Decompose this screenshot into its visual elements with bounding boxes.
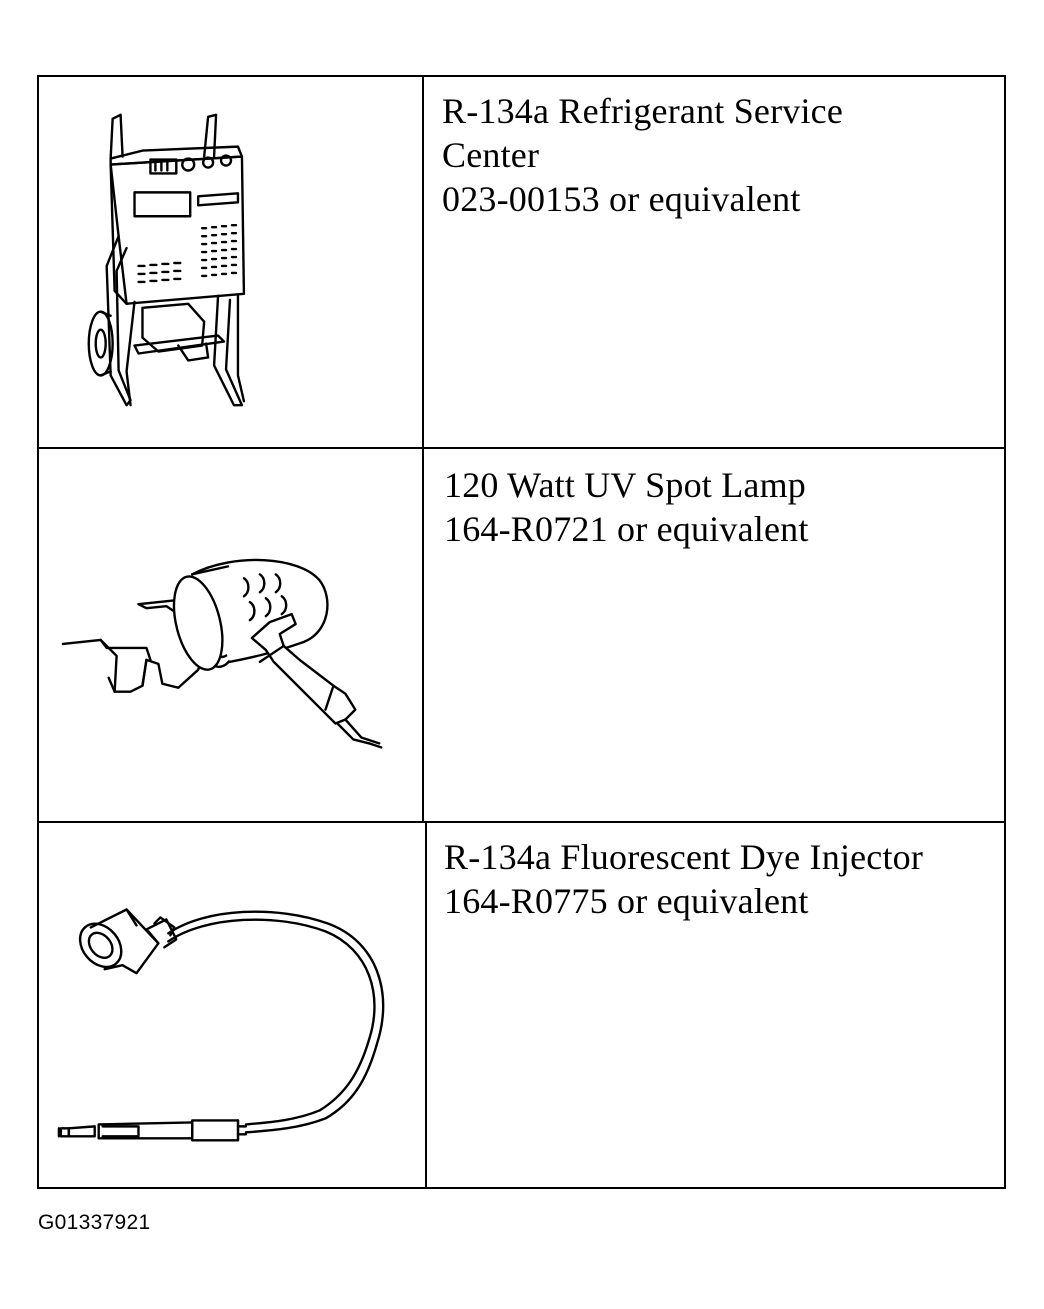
tool-name-line-1: R-134a Refrigerant Service bbox=[442, 91, 844, 131]
uv-spot-lamp-icon bbox=[61, 558, 383, 749]
table-row: R-134a Refrigerant Service Center 023-00… bbox=[39, 77, 1004, 449]
tool-part-number: 164-R0721 or equivalent bbox=[444, 509, 809, 549]
dye-injector-icon bbox=[57, 908, 385, 1142]
tool-part-number: 023-00153 or equivalent bbox=[442, 179, 801, 219]
tool-description-cell: R-134a Fluorescent Dye Injector 164-R077… bbox=[427, 823, 1004, 1189]
tool-description-cell: R-134a Refrigerant Service Center 023-00… bbox=[424, 77, 1004, 447]
refrigerant-service-center-icon bbox=[87, 113, 246, 407]
tool-name-line-1: 120 Watt UV Spot Lamp bbox=[444, 465, 806, 505]
illustration-cell bbox=[39, 77, 424, 447]
illustration-cell bbox=[39, 823, 427, 1189]
tool-name-line-1: R-134a Fluorescent Dye Injector bbox=[444, 837, 924, 877]
table-row: R-134a Fluorescent Dye Injector 164-R077… bbox=[39, 823, 1004, 1189]
table-row: 120 Watt UV Spot Lamp 164-R0721 or equiv… bbox=[39, 449, 1004, 823]
tool-description-cell: 120 Watt UV Spot Lamp 164-R0721 or equiv… bbox=[424, 449, 1004, 821]
tools-table: R-134a Refrigerant Service Center 023-00… bbox=[37, 75, 1006, 1189]
tool-name-line-2: Center bbox=[442, 135, 540, 175]
tool-part-number: 164-R0775 or equivalent bbox=[444, 881, 809, 921]
illustration-cell bbox=[39, 449, 424, 821]
figure-code: G01337921 bbox=[38, 1211, 151, 1234]
